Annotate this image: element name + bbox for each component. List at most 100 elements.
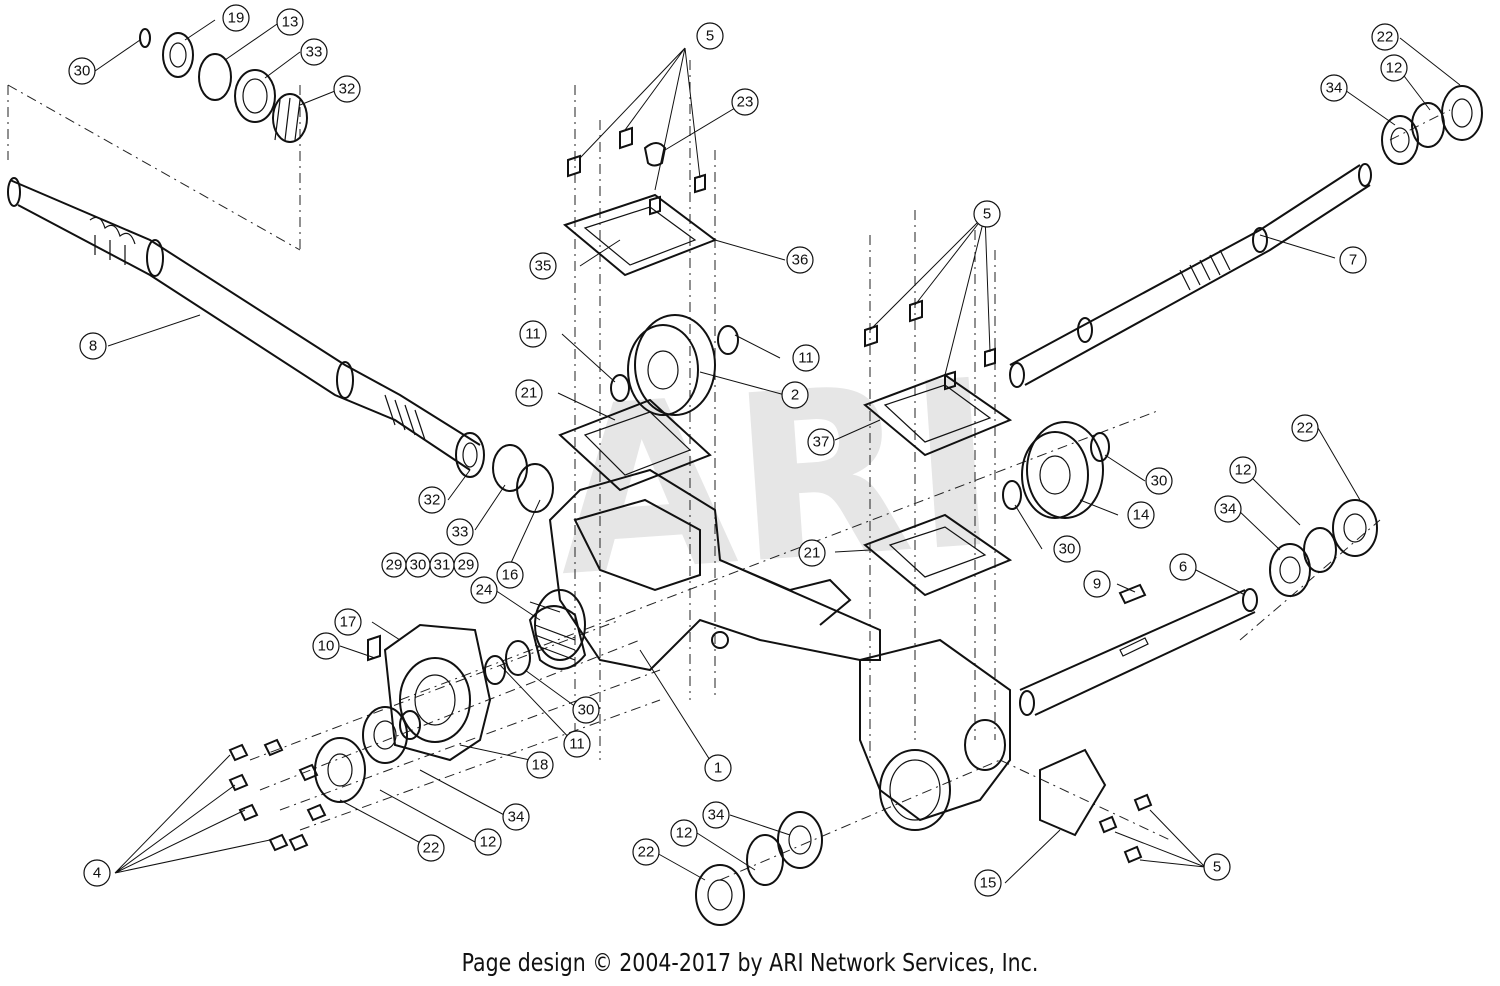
svg-text:24: 24 xyxy=(476,582,493,599)
callout-21: 21 xyxy=(798,539,826,567)
callout-11: 11 xyxy=(792,344,820,372)
svg-text:11: 11 xyxy=(798,350,814,367)
callout-15: 15 xyxy=(974,869,1002,897)
svg-text:11: 11 xyxy=(569,736,585,753)
svg-text:11: 11 xyxy=(525,326,541,343)
svg-text:35: 35 xyxy=(535,258,552,275)
assembly-center-lines xyxy=(7,60,1451,881)
gear xyxy=(610,314,739,416)
top-left-bearing-set xyxy=(139,28,308,143)
callout-9: 9 xyxy=(1083,570,1111,598)
svg-text:32: 32 xyxy=(424,492,441,509)
callout-17: 17 xyxy=(334,608,362,636)
key xyxy=(1118,583,1147,605)
svg-text:4: 4 xyxy=(93,865,101,882)
mid-right-bearing-set xyxy=(1269,499,1378,597)
callout-19: 19 xyxy=(222,4,250,32)
svg-text:1: 1 xyxy=(714,760,722,777)
callout-22: 22 xyxy=(1371,23,1399,51)
svg-text:31: 31 xyxy=(434,557,451,574)
svg-text:34: 34 xyxy=(508,809,525,826)
callout-34: 34 xyxy=(1214,495,1242,523)
callout-37: 37 xyxy=(807,428,835,456)
svg-text:37: 37 xyxy=(813,434,830,451)
svg-text:15: 15 xyxy=(980,875,997,892)
callout-8: 8 xyxy=(79,332,107,360)
callout-2: 2 xyxy=(781,381,809,409)
svg-text:30: 30 xyxy=(74,63,91,80)
callout-36: 36 xyxy=(786,246,814,274)
svg-text:18: 18 xyxy=(532,757,549,774)
svg-text:21: 21 xyxy=(804,545,821,562)
callout-22: 22 xyxy=(632,838,660,866)
callout-1: 1 xyxy=(704,754,732,782)
svg-text:5: 5 xyxy=(706,28,714,45)
callout-5: 5 xyxy=(1203,853,1231,881)
svg-text:21: 21 xyxy=(521,385,538,402)
svg-text:22: 22 xyxy=(1377,29,1394,46)
callout-12: 12 xyxy=(1229,456,1257,484)
transmission-housing xyxy=(548,468,1011,831)
callout-34: 34 xyxy=(702,801,730,829)
callout-33: 33 xyxy=(300,38,328,66)
callout-33: 33 xyxy=(446,518,474,546)
callout-35: 35 xyxy=(529,252,557,280)
callout-21: 21 xyxy=(515,379,543,407)
callout-12: 12 xyxy=(1380,54,1408,82)
svg-text:30: 30 xyxy=(578,702,595,719)
svg-text:29: 29 xyxy=(386,557,403,574)
svg-text:13: 13 xyxy=(282,14,299,31)
callout-29: 29 xyxy=(381,552,407,578)
callout-10: 10 xyxy=(312,632,340,660)
callout-34: 34 xyxy=(502,803,530,831)
svg-text:10: 10 xyxy=(318,638,335,655)
callout-11: 11 xyxy=(519,320,547,348)
callout-22: 22 xyxy=(1291,414,1319,442)
callout-30: 30 xyxy=(405,552,431,578)
lower-left-bolts xyxy=(228,738,327,852)
svg-text:22: 22 xyxy=(638,844,655,861)
copyright-notice: Page design © 2004-2017 by ARI Network S… xyxy=(461,948,1039,977)
svg-text:5: 5 xyxy=(983,206,991,223)
svg-text:17: 17 xyxy=(340,614,357,631)
callout-30: 30 xyxy=(572,696,600,724)
svg-text:30: 30 xyxy=(1059,541,1076,558)
svg-text:16: 16 xyxy=(502,567,519,584)
svg-text:22: 22 xyxy=(423,840,440,857)
callout-13: 13 xyxy=(276,8,304,36)
svg-text:30: 30 xyxy=(1151,473,1168,490)
callout-22: 22 xyxy=(417,834,445,862)
callout-32: 32 xyxy=(333,75,361,103)
svg-text:19: 19 xyxy=(228,10,245,27)
callout-23: 23 xyxy=(731,88,759,116)
svg-text:5: 5 xyxy=(1213,859,1221,876)
left-axle-shaft xyxy=(7,177,485,478)
callout-12: 12 xyxy=(474,828,502,856)
svg-text:12: 12 xyxy=(1386,60,1403,77)
svg-text:12: 12 xyxy=(1235,462,1252,479)
svg-text:34: 34 xyxy=(1326,80,1343,97)
callout-5: 5 xyxy=(696,22,724,50)
top-right-bearing-set xyxy=(1381,85,1483,165)
bolts xyxy=(567,126,1153,864)
lower-right-shaft xyxy=(1019,588,1258,716)
svg-text:36: 36 xyxy=(792,252,809,269)
callout-30: 30 xyxy=(1145,467,1173,495)
callout-25: 30 xyxy=(68,57,96,85)
svg-text:29: 29 xyxy=(458,557,475,574)
svg-text:22: 22 xyxy=(1297,420,1314,437)
callout-24: 24 xyxy=(470,576,498,604)
bottom-bearing-set xyxy=(695,811,823,926)
svg-text:32: 32 xyxy=(339,81,356,98)
svg-text:12: 12 xyxy=(480,834,497,851)
callout-7: 7 xyxy=(1339,246,1367,274)
svg-text:34: 34 xyxy=(1220,501,1237,518)
callout-6: 6 xyxy=(1169,553,1197,581)
svg-text:12: 12 xyxy=(676,825,693,842)
svg-text:6: 6 xyxy=(1179,559,1187,576)
callout-16: 16 xyxy=(496,561,524,589)
svg-text:7: 7 xyxy=(1349,252,1357,269)
svg-text:33: 33 xyxy=(452,524,469,541)
callout-31: 31 xyxy=(429,552,455,578)
